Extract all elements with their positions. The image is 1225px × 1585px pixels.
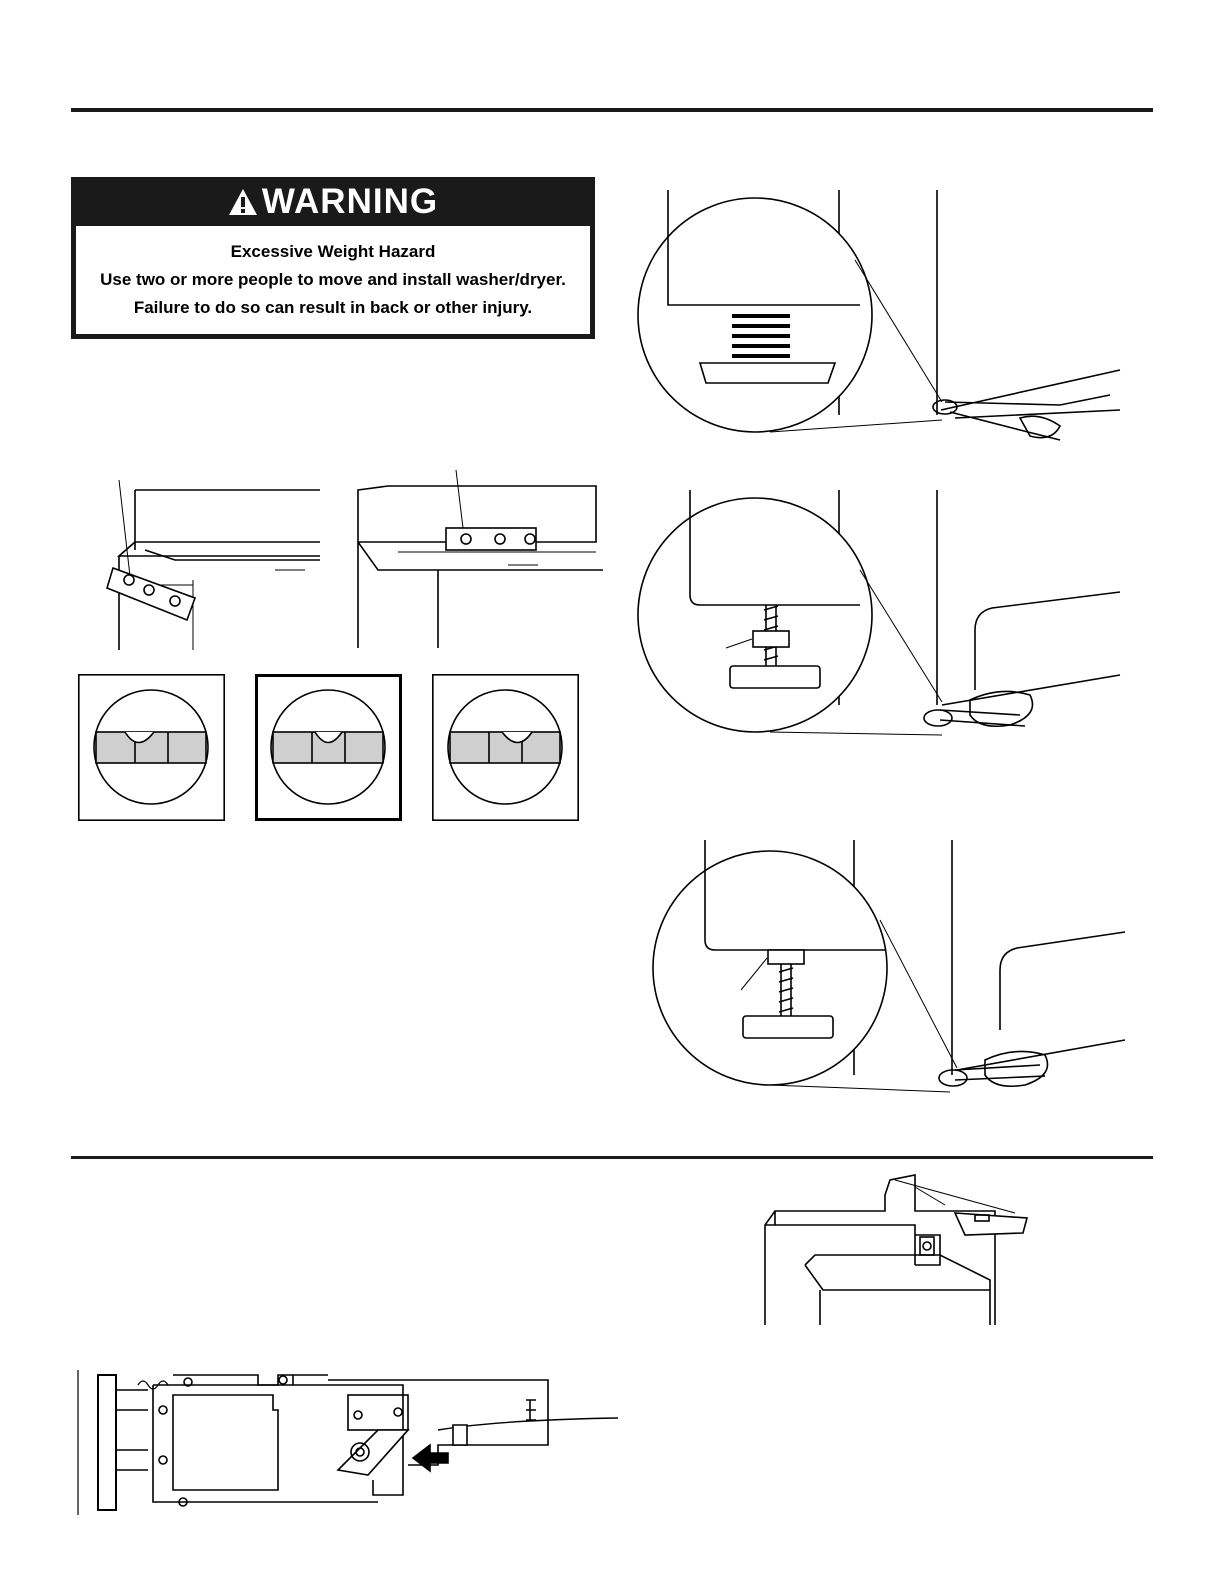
level-tool-back <box>446 528 536 550</box>
washer-level-back-illustration <box>358 470 608 655</box>
level-bubble-left <box>78 674 225 821</box>
wrench-hand <box>924 691 1033 726</box>
leveling-foot-wrench-illustration <box>640 490 1130 750</box>
section-rule <box>71 1156 1153 1159</box>
leveling-foot-tighten-illustration <box>655 840 1135 1100</box>
level-bubble-right <box>432 674 579 821</box>
meter-case-washer-illustration <box>765 1175 1055 1325</box>
push-arrow-icon <box>413 1445 448 1471</box>
warning-triangle-icon <box>228 188 258 216</box>
coin-slide-lever <box>338 1430 408 1475</box>
coin-slide-mechanism-illustration <box>78 1370 618 1515</box>
top-rule <box>71 108 1153 112</box>
warning-body: Excessive Weight Hazard Use two or more … <box>76 226 590 334</box>
washer-level-front-illustration <box>105 480 330 655</box>
warning-line-2: Failure to do so can result in back or o… <box>134 294 532 322</box>
leveling-foot-spring-illustration <box>640 190 1130 460</box>
warning-title: WARNING <box>262 182 438 222</box>
warning-header: WARNING <box>71 177 595 226</box>
level-bubble-center <box>255 674 402 821</box>
level-tool-front <box>107 568 195 620</box>
warning-hazard: Excessive Weight Hazard <box>231 238 436 266</box>
warning-line-1: Use two or more people to move and insta… <box>100 266 566 294</box>
meter-case-key <box>955 1213 1027 1235</box>
warning-label: WARNING Excessive Weight Hazard Use two … <box>71 177 595 339</box>
